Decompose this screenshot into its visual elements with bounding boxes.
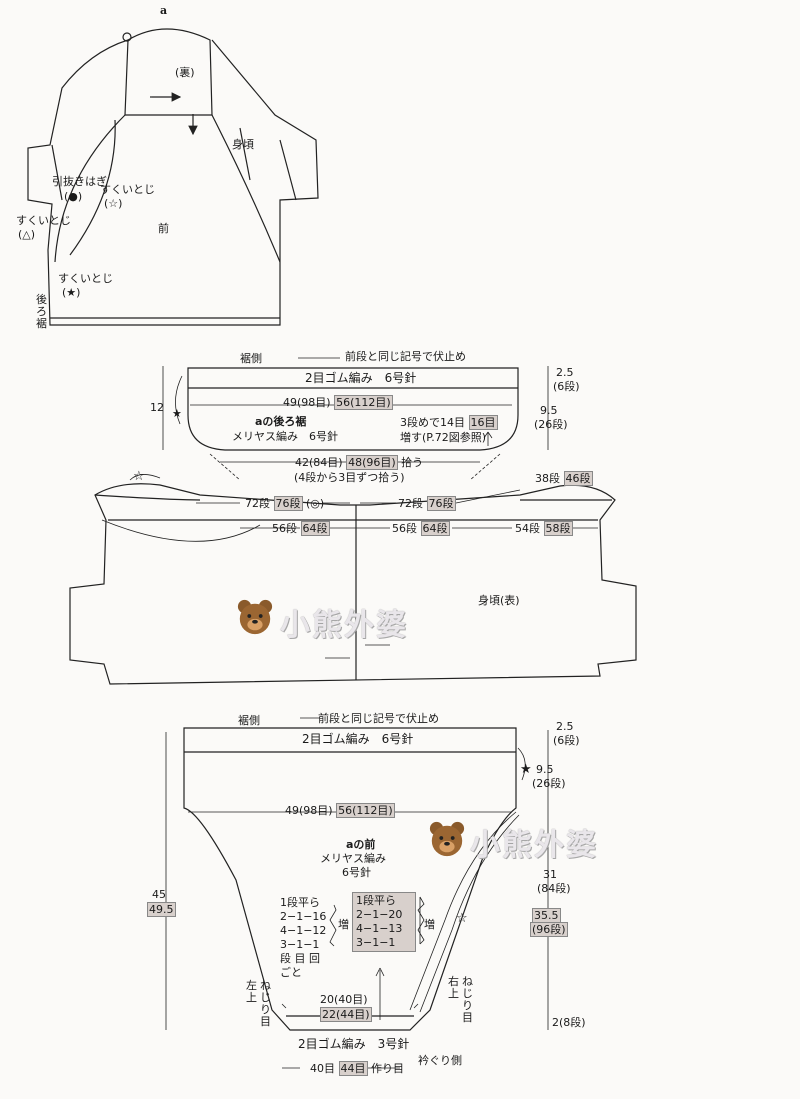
back-width: 49(98目) 56(112目) [283, 395, 393, 410]
sukui-tri-mark: (△) [18, 228, 36, 241]
front-r95b: (26段) [532, 777, 566, 790]
front-stitch: メリヤス編み [320, 852, 386, 865]
back-name: aの後ろ裾 [255, 415, 307, 428]
dec-left-3: 4−1−12 [280, 924, 327, 937]
back-bind-off: 前段と同じ記号で伏止め [345, 350, 466, 363]
front-r355b: (96段) [530, 922, 568, 937]
sukui-star-mark: (★) [62, 286, 81, 299]
back-rib: 2目ゴム編み 6号針 [305, 371, 417, 385]
dec-left-unit2: ごと [280, 966, 302, 979]
top-sweater-sketch [27, 28, 319, 326]
body-r54: 54段 58段 [515, 521, 573, 536]
front-collar: 衿ぐり側 [418, 1054, 462, 1067]
sukui-star-label: すくいとじ [58, 272, 113, 285]
front-r25: 2.5 [556, 720, 574, 733]
dec-right-2: 2−1−20 [356, 908, 403, 921]
back-pick: 42(84目) 48(96目) 拾う [295, 455, 424, 470]
watermark-text: 小熊外婆 [470, 828, 598, 863]
front-bottom-w-hl: 22(44目) [320, 1007, 372, 1022]
body-label: 身頃(表) [478, 594, 520, 607]
front-needle: 6号針 [342, 866, 371, 879]
migoro-label: 身頃 [232, 138, 254, 151]
right-twist-1: 右上 [448, 975, 459, 1000]
body-r56a: 56段 64段 [272, 521, 330, 536]
left-twist-1: 左上 [246, 979, 257, 1004]
front-r355: 35.5 [532, 908, 561, 923]
hikinuki-label: 引抜きはぎ [52, 175, 107, 188]
back-h1b: (6段) [553, 380, 580, 393]
body-r72a: 72段 76段 (◎) [245, 496, 325, 511]
sukui-open-label: すくいとじ [100, 183, 155, 196]
ura-label: (裏) [175, 66, 195, 79]
bear-logo [237, 599, 273, 635]
mae-label: 前 [158, 222, 169, 235]
front-h45: 45 [152, 888, 166, 901]
back-inc1: 3段めで14目 16目 [400, 415, 498, 430]
back-pick-note: (4段から3目ずつ拾う) [294, 471, 405, 484]
front-susogawa: 裾側 [238, 714, 260, 727]
front-bottom-rib: 2目ゴム編み 3号針 [298, 1037, 410, 1051]
back-h2b: (26段) [534, 418, 568, 431]
front-width: 49(98目) 56(112目) [285, 803, 395, 818]
right-twist-2: ねじり目 [462, 975, 473, 1024]
front-cast-on: 40目 44目 作り目 [310, 1061, 404, 1076]
back-inc2: 増す(P.72図参照) [400, 431, 486, 444]
front-r31: 31 [543, 868, 557, 881]
front-star-open: ☆ [456, 911, 468, 926]
dec-left-2: 2−1−16 [280, 910, 327, 923]
front-r25b: (6段) [553, 734, 580, 747]
dec-left-1: 1段平ら [280, 896, 320, 909]
front-r31b: (84段) [537, 882, 571, 895]
watermark-text: 小熊外婆 [280, 608, 408, 643]
dec-left-4: 3−1−1 [280, 938, 320, 951]
body-r72b: 72段 76段 [398, 496, 456, 511]
body-r56b: 56段 64段 [392, 521, 450, 536]
back-star: ★ [172, 407, 182, 420]
front-star-filled: ★ [520, 762, 532, 777]
back-h1: 2.5 [556, 366, 574, 379]
front-bind-off: 前段と同じ記号で伏止め [318, 712, 439, 725]
front-r2: 2(8段) [552, 1016, 586, 1029]
dec-left-zou: 増 [338, 918, 349, 931]
top-title: a [160, 4, 168, 17]
front-h45-hl: 49.5 [147, 902, 176, 917]
left-twist-2: ねじり目 [260, 979, 271, 1028]
dec-right-zou: 増 [424, 918, 435, 931]
dec-right-box [352, 892, 416, 952]
body-panel [69, 474, 637, 685]
front-rib: 2目ゴム編み 6号針 [302, 732, 414, 746]
body-star-open: ☆ [133, 469, 145, 484]
sukui-tri-label: すくいとじ [16, 214, 71, 227]
body-r38: 38段 46段 [535, 471, 593, 486]
front-bottom-w: 20(40目) [320, 993, 368, 1006]
bear-logo [429, 821, 465, 857]
front-name: aの前 [346, 838, 376, 851]
sukui-open-mark: (☆) [104, 197, 123, 210]
hikinuki-mark: (●) [64, 190, 83, 203]
front-r95: 9.5 [536, 763, 554, 776]
dec-right-3: 4−1−13 [356, 922, 403, 935]
back-susogawa: 裾側 [240, 352, 262, 365]
back-h2: 9.5 [540, 404, 558, 417]
ushiro-suso-label: 後ろ裾 [36, 293, 47, 330]
dec-left-unit: 段 目 回 [280, 952, 320, 965]
back-height-left: 12 [150, 401, 164, 414]
dec-right-1: 1段平ら [356, 894, 396, 907]
back-stitch: メリヤス編み 6号針 [232, 430, 338, 443]
dec-right-4: 3−1−1 [356, 936, 396, 949]
